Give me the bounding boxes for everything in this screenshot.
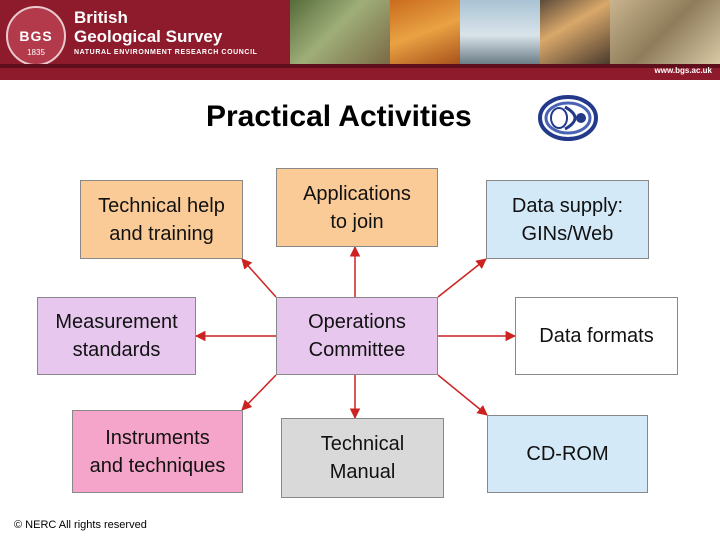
header-photo-field: [290, 0, 390, 64]
org-subtitle: NATURAL ENVIRONMENT RESEARCH COUNCIL: [74, 49, 258, 56]
slide-title: Practical Activities: [206, 100, 472, 133]
node-cd-rom: CD-ROM: [487, 415, 648, 493]
arrow-to-instruments: [241, 374, 277, 411]
header-photo-geologist: [610, 0, 720, 64]
node-instruments: Instruments and techniques: [72, 410, 243, 493]
node-operations-committee: Operations Committee: [276, 297, 438, 375]
org-name-line2: Geological Survey: [74, 27, 223, 46]
arrow-to-technical-help: [241, 258, 277, 298]
node-applications: Applications to join: [276, 168, 438, 247]
header-photo-platform: [460, 0, 540, 64]
bgs-logo-seal: BGS 1835: [6, 6, 66, 66]
header-photo-water: [390, 0, 460, 64]
header-photo-fire: [540, 0, 610, 64]
node-technical-manual: Technical Manual: [281, 418, 444, 498]
header-banner: BGS 1835 British Geological Survey NATUR…: [0, 0, 720, 80]
org-name-line1: British: [74, 8, 128, 27]
node-technical-help: Technical help and training: [80, 180, 243, 259]
seal-year: 1835: [27, 48, 45, 57]
banner-stripe: [0, 64, 720, 68]
node-data-supply: Data supply: GINs/Web: [486, 180, 649, 259]
arrow-to-cd-rom: [437, 374, 488, 416]
node-data-formats: Data formats: [515, 297, 678, 375]
website-url: www.bgs.ac.uk: [654, 66, 713, 75]
seal-text: BGS: [19, 28, 53, 44]
arrow-to-data-supply: [437, 258, 487, 298]
node-measurement-standards: Measurement standards: [37, 297, 196, 375]
org-name: British Geological Survey: [74, 8, 222, 46]
ring-logo-icon: [538, 95, 598, 141]
copyright-footer: © NERC All rights reserved: [14, 519, 147, 531]
